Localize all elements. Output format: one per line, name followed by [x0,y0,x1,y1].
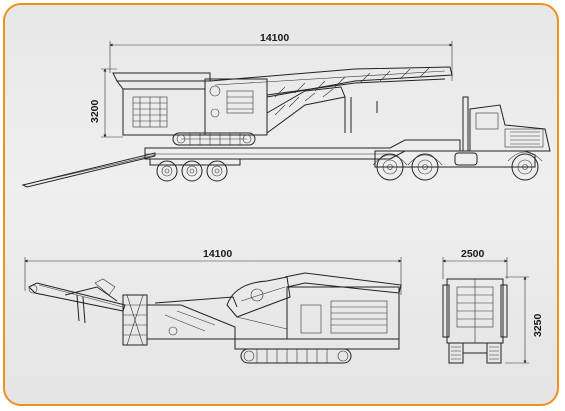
end-width-dimension: 2500 [442,248,508,279]
end-width-label: 2500 [461,248,485,260]
side-view: 14100 [24,248,402,364]
transport-height-label: 3200 [89,99,101,123]
trailer-wheels [156,160,228,182]
side-feeder [122,294,238,346]
transport-length-dimension: 14100 [109,32,453,81]
end-machine [442,278,508,364]
end-height-dimension: 3250 [505,276,544,364]
transport-view: 14100 3200 [21,32,551,188]
loading-ramp [21,152,156,188]
transport-height-dimension: 3200 [89,68,123,138]
side-screen-unit [226,272,402,340]
side-length-label: 14100 [203,248,232,260]
side-crawler-track [234,338,400,364]
end-height-label: 3250 [532,313,544,337]
end-view: 2500 3250 [442,248,544,364]
truck-tractor [372,96,551,181]
side-length-dimension: 14100 [24,248,402,295]
crusher-transport [112,66,453,146]
drawing-frame: 14100 3200 [3,3,559,406]
technical-drawing: 14100 3200 [21,32,551,364]
transport-length-label: 14100 [260,32,289,44]
side-conveyor [28,278,126,324]
